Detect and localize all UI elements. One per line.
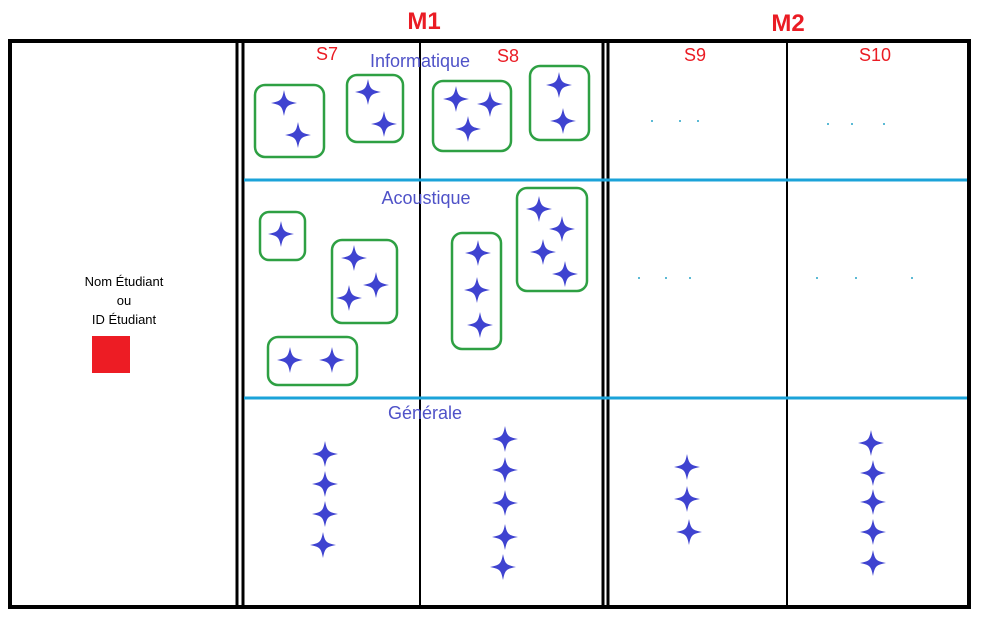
four-point-star-icon bbox=[860, 519, 886, 545]
module-group bbox=[450, 231, 503, 351]
four-point-star-icon bbox=[319, 347, 345, 373]
placeholder-dot bbox=[697, 120, 699, 122]
placeholder-dot bbox=[665, 277, 667, 279]
module-group bbox=[330, 238, 399, 325]
module-group bbox=[431, 79, 513, 153]
four-point-star-icon bbox=[336, 285, 362, 311]
four-point-star-icon bbox=[492, 524, 518, 550]
four-point-star-icon bbox=[549, 216, 575, 242]
year-label-m2: M2 bbox=[771, 10, 805, 37]
four-point-star-icon bbox=[467, 312, 493, 338]
four-point-star-icon bbox=[443, 86, 469, 112]
placeholder-dot bbox=[689, 277, 691, 279]
area-label-generale: Générale bbox=[387, 403, 463, 423]
four-point-star-icon bbox=[371, 111, 397, 137]
area-label-acoustique: Acoustique bbox=[381, 188, 471, 208]
area-label-informatique: Informatique bbox=[369, 51, 471, 71]
placeholder-dot bbox=[851, 123, 853, 125]
student-or-label: ou bbox=[116, 293, 132, 308]
student-id-label: ID Étudiant bbox=[91, 312, 157, 327]
student-identifier: Nom Étudiant ou ID Étudiant bbox=[85, 272, 164, 329]
placeholder-dot bbox=[651, 120, 653, 122]
four-point-star-icon bbox=[312, 471, 338, 497]
four-point-star-icon bbox=[341, 245, 367, 271]
module-group bbox=[345, 73, 405, 144]
placeholder-dot bbox=[855, 277, 857, 279]
module-group bbox=[515, 186, 589, 293]
four-point-star-icon bbox=[492, 426, 518, 452]
four-point-star-icon bbox=[490, 554, 516, 580]
four-point-star-icon bbox=[860, 489, 886, 515]
four-point-star-icon bbox=[285, 122, 311, 148]
placeholder-dot bbox=[638, 277, 640, 279]
four-point-star-icon bbox=[530, 239, 556, 265]
semester-label-s7: S7 bbox=[315, 44, 339, 64]
placeholder-dot bbox=[816, 277, 818, 279]
four-point-star-icon bbox=[552, 261, 578, 287]
placeholder-dot bbox=[883, 123, 885, 125]
placeholder-dot bbox=[911, 277, 913, 279]
student-name-label: Nom Étudiant bbox=[84, 274, 164, 289]
four-point-star-icon bbox=[477, 91, 503, 117]
four-point-star-icon bbox=[268, 221, 294, 247]
four-point-star-icon bbox=[363, 272, 389, 298]
four-point-star-icon bbox=[310, 532, 336, 558]
four-point-star-icon bbox=[312, 501, 338, 527]
four-point-star-icon bbox=[550, 108, 576, 134]
four-point-star-icon bbox=[277, 347, 303, 373]
module-group bbox=[258, 210, 307, 262]
four-point-star-icon bbox=[355, 79, 381, 105]
semester-label-s8: S8 bbox=[496, 46, 520, 66]
placeholder-dot bbox=[827, 123, 829, 125]
four-point-star-icon bbox=[526, 196, 552, 222]
four-point-star-icon bbox=[455, 116, 481, 142]
four-point-star-icon bbox=[860, 460, 886, 486]
four-point-star-icon bbox=[676, 519, 702, 545]
outer-frame bbox=[8, 39, 971, 609]
four-point-star-icon bbox=[464, 277, 490, 303]
four-point-star-icon bbox=[492, 457, 518, 483]
placeholder-dot bbox=[679, 120, 681, 122]
semester-label-s9: S9 bbox=[683, 45, 707, 65]
semester-label-s10: S10 bbox=[858, 45, 892, 65]
module-group bbox=[528, 64, 591, 142]
four-point-star-icon bbox=[271, 90, 297, 116]
four-point-star-icon bbox=[492, 490, 518, 516]
four-point-star-icon bbox=[860, 550, 886, 576]
four-point-star-icon bbox=[858, 430, 884, 456]
year-label-m1: M1 bbox=[407, 8, 441, 35]
four-point-star-icon bbox=[546, 72, 572, 98]
four-point-star-icon bbox=[465, 240, 491, 266]
four-point-star-icon bbox=[674, 454, 700, 480]
module-group bbox=[266, 335, 359, 387]
red-square-icon bbox=[92, 336, 130, 373]
four-point-star-icon bbox=[312, 441, 338, 467]
module-group bbox=[253, 83, 326, 159]
four-point-star-icon bbox=[674, 486, 700, 512]
